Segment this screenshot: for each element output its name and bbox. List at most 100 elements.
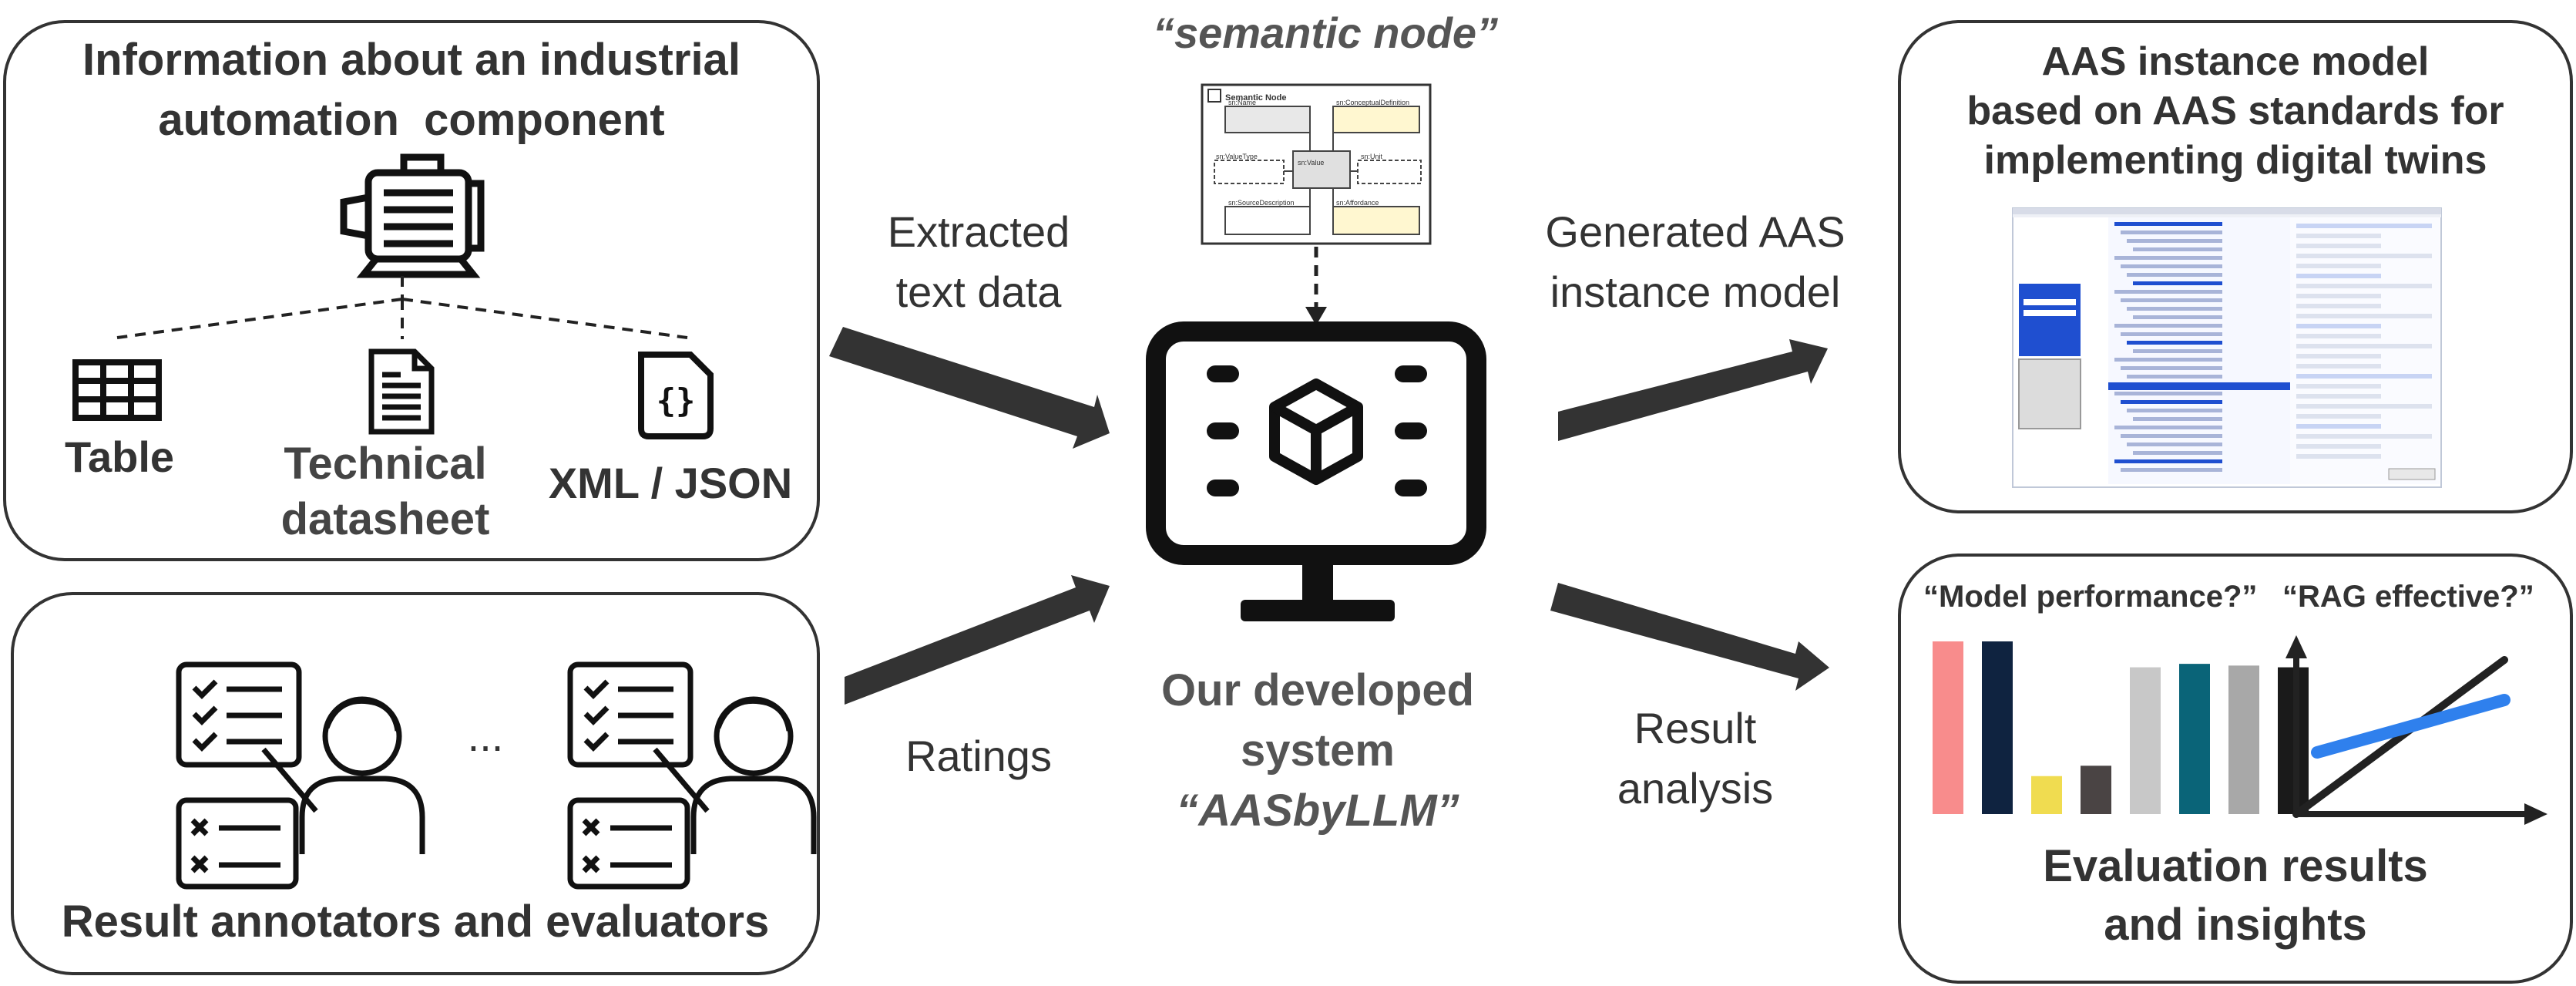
sn-field-label: sn:Name [1228, 99, 1256, 106]
info-title-line1: Information about an industrial [82, 35, 741, 85]
semantic-node-title: “semantic node” [1152, 8, 1499, 57]
tree-row [2127, 375, 2222, 379]
tree-row [2121, 332, 2222, 336]
system-line3: “AASbyLLM” [1176, 786, 1459, 836]
tree-row [2133, 417, 2222, 421]
aas-editor-thumbnail [2012, 207, 2442, 488]
arrow-generated-aas [1558, 339, 1828, 441]
prop-row [2296, 424, 2381, 429]
tree-row [2127, 341, 2222, 345]
prop-row [2296, 274, 2381, 278]
bar [2130, 667, 2161, 814]
tree-row [2121, 264, 2222, 268]
tree-row [2133, 247, 2222, 251]
question-model-performance: “Model performance?” [1923, 580, 2258, 614]
prop-row [2296, 344, 2432, 348]
prop-row [2296, 404, 2432, 409]
bar [2179, 664, 2210, 814]
source-connector-lines [116, 276, 688, 339]
aas-prop-rows [2296, 224, 2432, 459]
extracted-line2: text data [895, 268, 1062, 316]
motor-icon [340, 153, 485, 278]
system-monitor-icon [1146, 321, 1486, 621]
line-chart [2285, 635, 2547, 825]
extracted-line1: Extracted [887, 207, 1070, 256]
tree-row [2133, 451, 2222, 455]
bar [2228, 665, 2259, 814]
x-axis-arrowhead [2524, 803, 2547, 825]
bar [1933, 641, 1963, 814]
line-series [2311, 694, 2511, 759]
tree-row [2127, 273, 2222, 277]
datasheet-label-line1: Technical [284, 439, 487, 489]
tree-row [2127, 409, 2222, 412]
tree-row [2127, 307, 2222, 311]
table-icon [72, 359, 162, 421]
prop-row [2296, 224, 2432, 228]
prop-row [2296, 234, 2381, 238]
code-file-icon: {} [638, 352, 714, 439]
info-title-line2: automation component [158, 95, 665, 145]
prop-row [2296, 454, 2381, 459]
semantic-node-diagram: Semantic Node sn:Name sn:ConceptualDefin… [1201, 83, 1432, 245]
arrow-ratings [845, 575, 1110, 705]
system-line1: Our developed [1160, 665, 1475, 715]
y-axis-arrowhead [2285, 635, 2307, 658]
result-line2: analysis [1617, 764, 1774, 813]
tree-row [2114, 222, 2222, 226]
evaluator-person-icon [567, 661, 817, 890]
bar [2081, 766, 2111, 814]
datasheet-label-line2: datasheet [280, 494, 490, 544]
tree-row [2127, 443, 2222, 446]
sn-field-label: sn:ConceptualDefinition [1336, 99, 1409, 106]
eval-title-line2: and insights [2104, 900, 2367, 950]
tree-row [2121, 434, 2222, 438]
eval-title-line1: Evaluation results [2043, 841, 2428, 891]
info-box [3, 20, 820, 561]
evaluator-person-icon [176, 661, 425, 890]
arrow-extracted-text [829, 327, 1110, 449]
sn-field-label: sn:Value [1298, 159, 1324, 167]
system-line2: system [1241, 725, 1395, 776]
sn-field-label: sn:SourceDescription [1228, 199, 1295, 207]
sn-field-label: sn:Unit [1361, 153, 1383, 160]
semantic-node-arrow [1305, 247, 1327, 325]
prop-row [2296, 254, 2432, 258]
aas-tree-rows [2114, 222, 2222, 472]
evaluators-title: Result annotators and evaluators [61, 897, 770, 947]
line-series [2292, 656, 2508, 818]
prop-row [2296, 434, 2432, 439]
prop-row [2296, 354, 2381, 358]
table-label: Table [64, 432, 175, 481]
tree-row [2114, 324, 2222, 328]
prop-row [2296, 284, 2432, 288]
result-line1: Result [1634, 704, 1757, 752]
tree-row [2133, 349, 2222, 353]
aas-title-line2: based on AAS standards for [1966, 89, 2504, 133]
tree-row [2114, 392, 2222, 395]
tree-row [2121, 400, 2222, 404]
tree-row [2114, 459, 2222, 463]
aas-title-line3: implementing digital twins [1983, 138, 2487, 183]
prop-row [2296, 364, 2381, 368]
tree-row [2121, 468, 2222, 472]
generated-line2: instance model [1550, 268, 1841, 316]
prop-row [2296, 244, 2381, 248]
sn-field-label: sn:Affordance [1336, 199, 1379, 207]
aas-title-line1: AAS instance model [2041, 39, 2430, 84]
document-icon [368, 348, 435, 435]
prop-row [2296, 444, 2381, 449]
sn-field-label: sn:ValueType [1216, 153, 1258, 160]
prop-row [2296, 294, 2381, 298]
prop-row [2296, 394, 2381, 399]
tree-row [2114, 256, 2222, 260]
tree-row [2133, 281, 2222, 285]
prop-row [2296, 324, 2381, 328]
tree-row [2121, 231, 2222, 234]
svg-text:{}: {} [657, 382, 696, 419]
tree-row [2114, 358, 2222, 362]
tree-row [2114, 290, 2222, 294]
question-rag-effective: “RAG effective?” [2282, 580, 2534, 614]
bar [1982, 641, 2013, 814]
ellipsis: ... [467, 712, 504, 760]
